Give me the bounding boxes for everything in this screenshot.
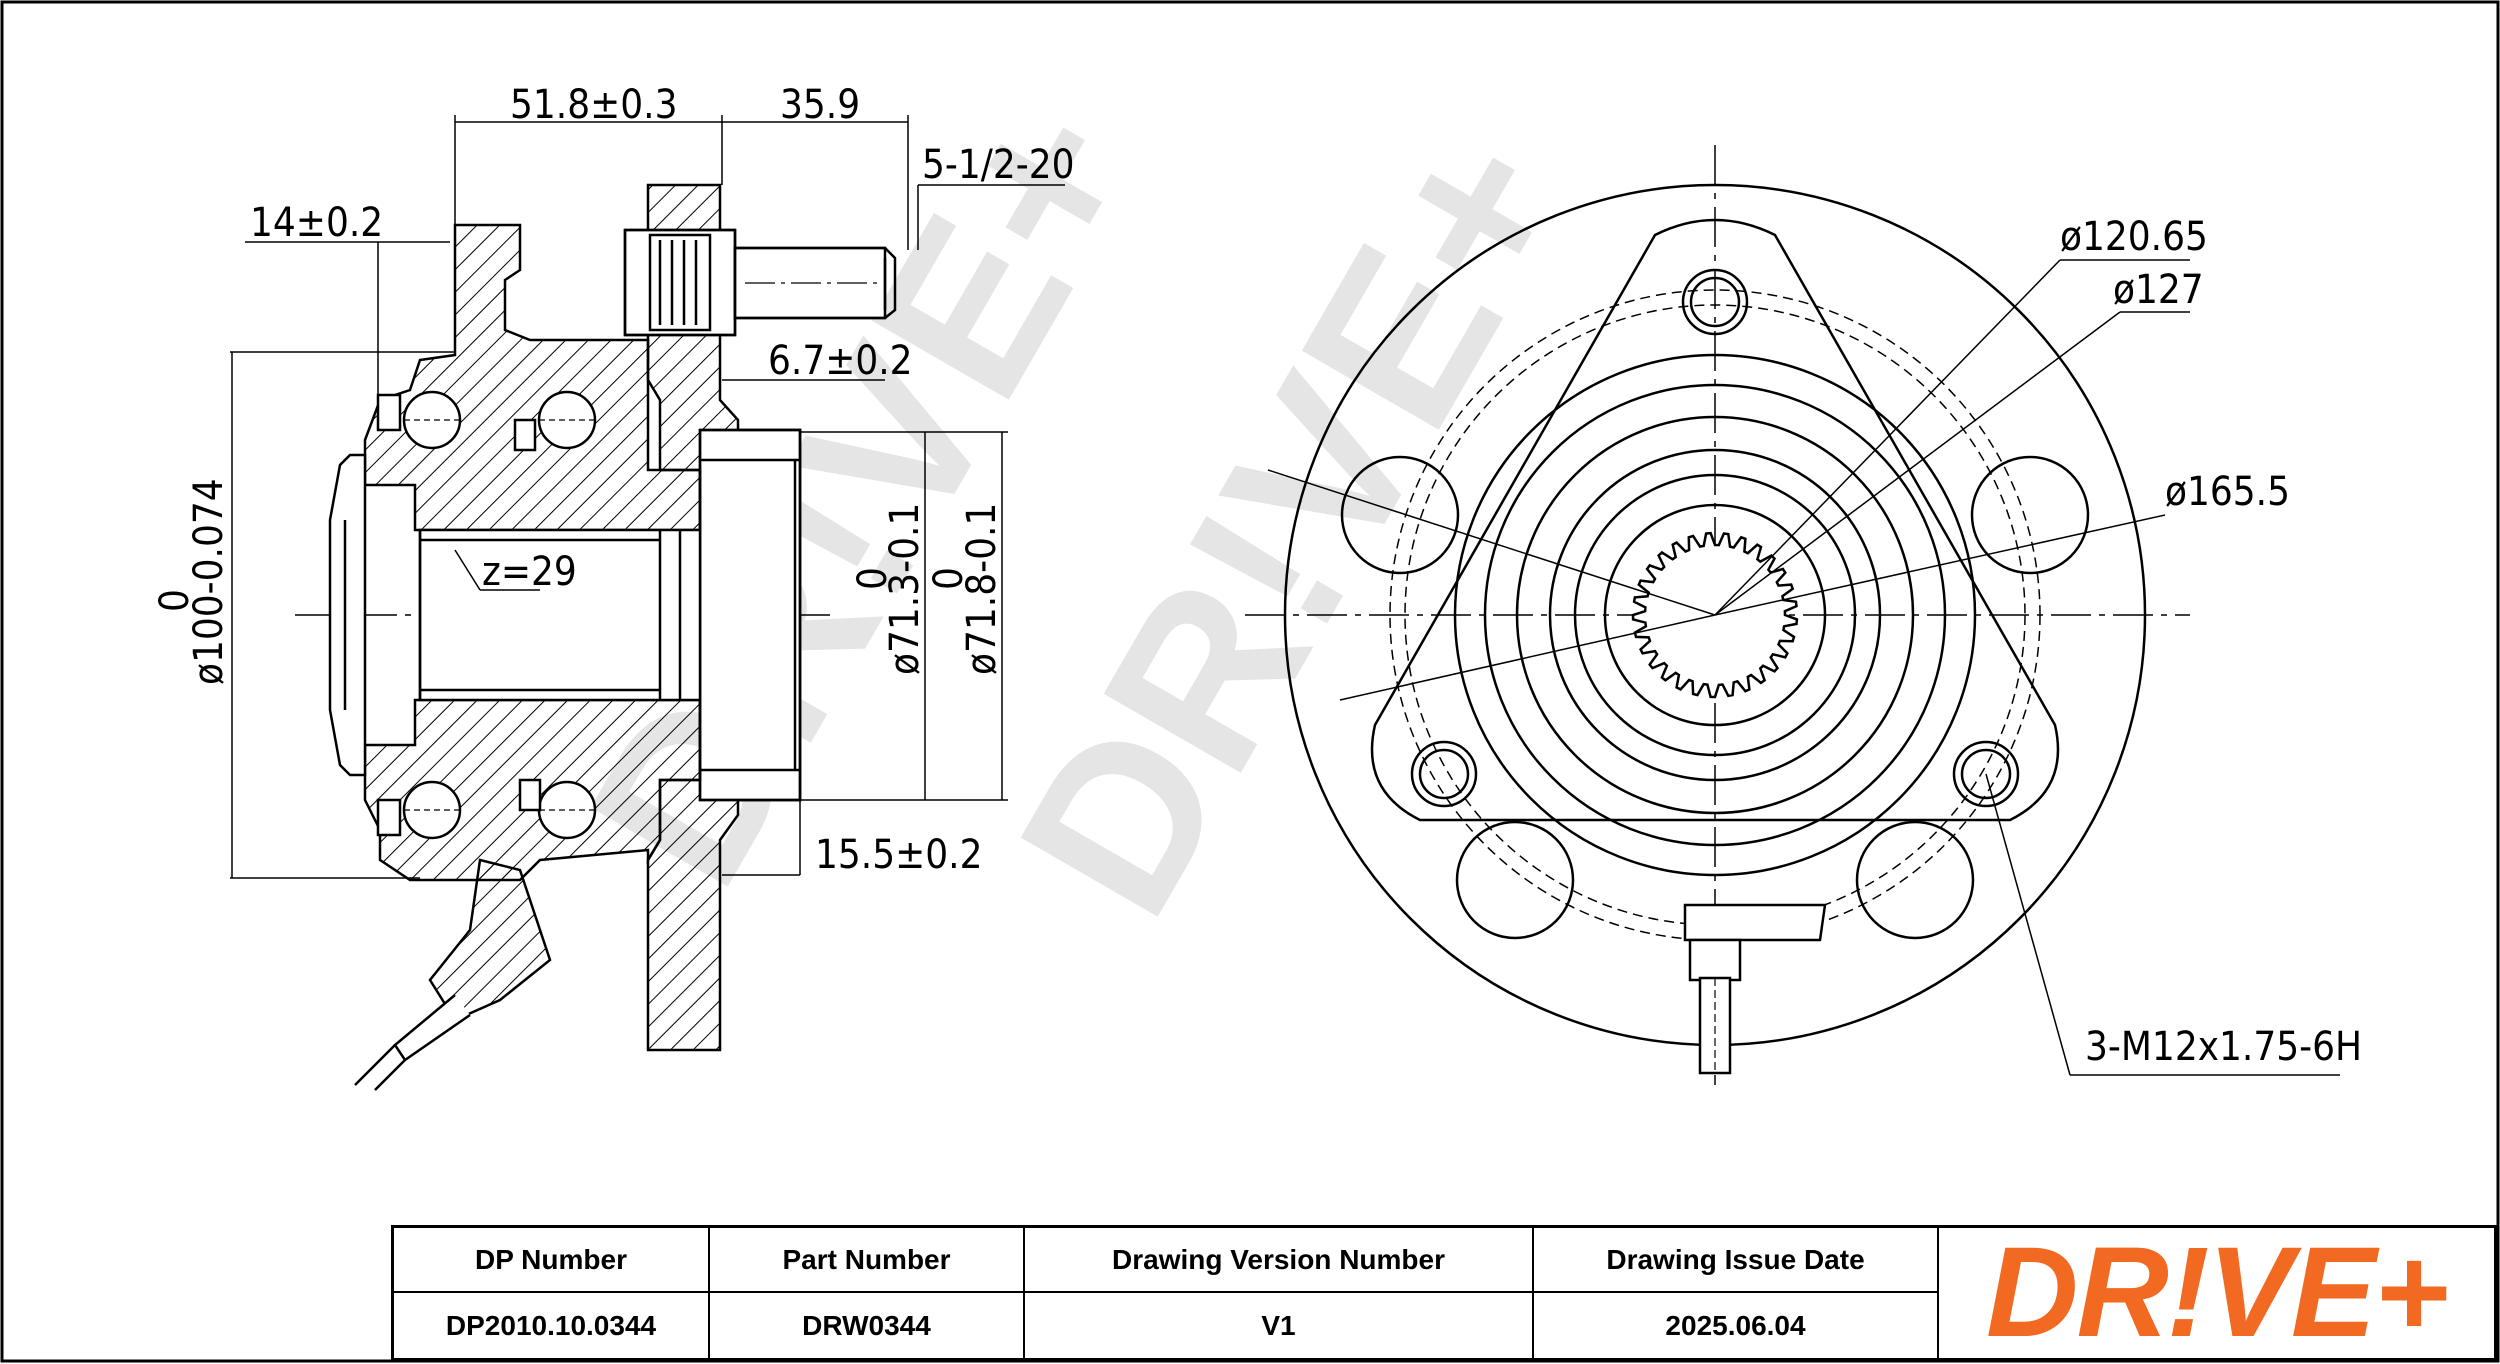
dim-14: 14±0.2 — [250, 200, 383, 246]
value-issue-date: 2025.06.04 — [1534, 1293, 1939, 1358]
header-drawing-version: Drawing Version Number — [1025, 1228, 1534, 1293]
dim-71-8-upper-tol: 0 — [926, 567, 972, 590]
dim-71-3: ø71.3-0.1 — [882, 503, 928, 675]
sensor-body — [428, 858, 552, 1022]
teeth-label: z=29 — [482, 549, 577, 595]
dim-6-7: 6.7±0.2 — [768, 338, 913, 384]
dim-127: ø127 — [2113, 267, 2204, 313]
section-dimension-lines — [230, 115, 1065, 879]
triangular-flange — [1370, 218, 2060, 822]
dim-51-8: 51.8±0.3 — [510, 82, 677, 128]
value-drawing-version: V1 — [1025, 1293, 1534, 1358]
dim-35-9: 35.9 — [780, 82, 860, 128]
value-dp-number: DP2010.10.0344 — [394, 1293, 710, 1358]
dim-71-8: ø71.8-0.1 — [959, 503, 1005, 675]
dim-165-5: ø165.5 — [2165, 469, 2290, 515]
dim-71-3-upper-tol: 0 — [850, 567, 896, 590]
section-view — [295, 183, 897, 1091]
dim-100: ø100-0.074 — [186, 478, 232, 685]
drive-logo: DR!VE+ — [1986, 1221, 2449, 1364]
header-part-number: Part Number — [710, 1228, 1025, 1293]
dim-120-65: ø120.65 — [2060, 214, 2208, 260]
value-part-number: DRW0344 — [710, 1293, 1025, 1358]
front-leader-lines — [1267, 259, 2340, 1076]
header-dp-number: DP Number — [394, 1228, 710, 1293]
dim-100-upper-tol: 0 — [152, 589, 198, 612]
dim-thread: 5-1/2-20 — [922, 142, 1075, 188]
holes-spec: 3-M12x1.75-6H — [2085, 1024, 2362, 1070]
header-issue-date: Drawing Issue Date — [1534, 1228, 1939, 1293]
title-block: DP Number Part Number Drawing Version Nu… — [391, 1225, 2497, 1361]
logo-cell: DR!VE+ — [1939, 1228, 2494, 1358]
dim-15-5: 15.5±0.2 — [815, 832, 982, 878]
